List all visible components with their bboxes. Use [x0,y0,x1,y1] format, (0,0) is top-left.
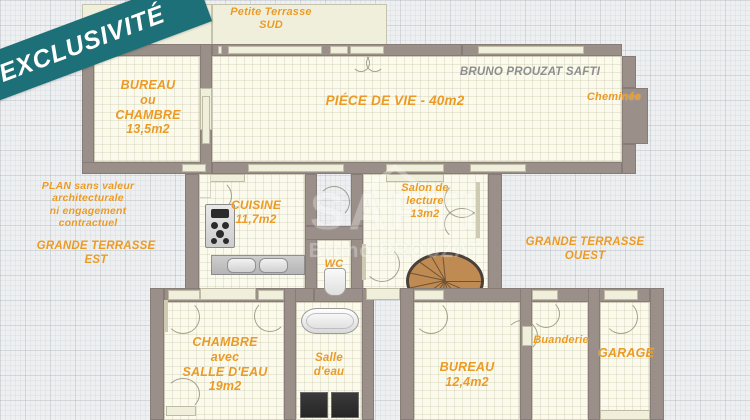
toilet-icon [324,268,346,296]
wall-lower-east [650,288,664,420]
door-bureau-north [414,290,444,300]
wall-bureau-west [400,288,414,420]
window-living-north-1 [228,46,322,54]
wall-salon-west [351,174,363,226]
wall-chambre-east [284,288,296,420]
door-swing-wc [364,246,400,282]
door-garage-north [604,290,638,300]
wall-wc-east [351,226,363,300]
door-chambre-south [166,406,196,416]
wall-bureau-east [520,288,532,420]
door-swing-buanderie-a [532,300,560,328]
label-grande-terrasse-ouest: GRANDE TERRASSE OUEST [525,236,645,262]
door-leaf-chambre-north [164,300,168,332]
wall-upper-left-outer [82,44,94,174]
door-chambre-east-to-salle [258,290,284,300]
bathtub-icon [301,308,359,334]
agent-credit: BRUNO PROUZAT SAFTI [459,66,601,78]
label-wc: WC [324,258,344,270]
wall-chimney-bump [622,88,648,144]
door-chambre-north [168,290,200,300]
door-swing-bureau [414,300,448,334]
window-living-north-4 [478,46,584,54]
wall-kitchen-west-lower [185,174,199,300]
threshold-lower-b [366,288,400,300]
wall-chimney-lower [622,144,636,174]
vanity-unit-right [331,392,359,418]
label-salon-lecture: Salon de lecture 13m2 [401,182,449,220]
door-bureau-chambre-south [182,164,206,172]
door-swing-kitchen-east [318,186,350,218]
label-chambre-salle-eau: CHAMBRE avec SALLE D'EAU 19m2 [182,335,268,394]
door-swing-chambre-east [254,300,286,332]
window-living-north-2 [330,46,348,54]
disclaimer-text: PLAN sans valeur architecturale ni engag… [41,180,135,230]
label-garage: GARAGE [598,346,655,360]
label-bureau: BUREAU 12,4m2 [439,360,495,389]
room-bureau [414,302,520,420]
door-swing-chambre-north [166,300,200,334]
wall-wc-west [305,226,317,300]
wall-upper-left-bottom [82,162,212,174]
door-swing-buanderie-b [506,320,538,352]
window-living-south-2 [386,164,444,172]
window-living-south-3 [470,164,526,172]
door-swing-salon-b [444,208,480,240]
label-grande-terrasse-est: GRANDE TERRASSE EST [36,240,156,266]
door-living-north-3 [350,46,384,54]
room-corridor [199,174,211,198]
opening-left-wing-east [202,96,210,144]
wall-wc-north [305,226,363,240]
room-piece-de-vie [212,56,622,162]
wall-lower-west [150,288,164,420]
label-cheminee: Cheminée [586,91,642,103]
door-kitchen-north [199,174,245,182]
door-buanderie-north [532,290,558,300]
door-salon-north [386,174,444,182]
threshold-lower-a [200,288,256,300]
door-swing-chambre-south [166,378,200,410]
label-petite-terrasse-sud: Petite Terrasse SUD [230,6,312,31]
terrace-slab-sud [212,4,387,48]
wall-salle-east [362,288,374,420]
wall-kitchen-east [305,174,317,226]
door-swing-living-north-b [366,54,384,72]
vanity-unit-left [300,392,328,418]
label-bureau-chambre: BUREAU ou CHAMBRE 13,5m2 [115,78,181,137]
window-terrace-sud [218,46,222,54]
wall-chimney-right [622,56,636,88]
label-cuisine: CUISINE 11,7m2 [230,198,282,227]
door-leaf-wc [362,244,366,280]
kitchen-counter [211,255,305,275]
room-bureau-chambre [94,56,200,162]
label-salle-d-eau: Salle d'eau [313,352,345,378]
door-garage-south [600,410,650,420]
door-swing-garage [604,300,638,334]
label-piece-de-vie: PIÉCE DE VIE - 40m2 [325,93,465,108]
stove-icon [205,204,235,248]
label-buanderie: Buanderie [533,334,589,346]
window-living-south-1 [248,164,344,172]
wall-buanderie-east [588,288,600,420]
door-leaf-salon [476,182,480,238]
wall-salon-east [488,174,502,300]
